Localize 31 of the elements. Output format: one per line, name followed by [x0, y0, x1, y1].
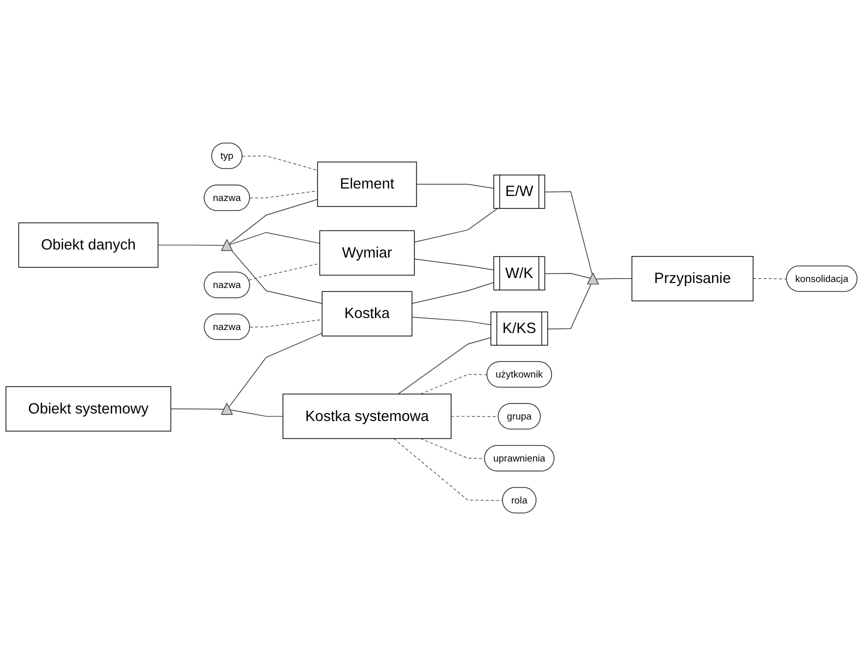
connector	[544, 191, 593, 276]
connector	[412, 282, 494, 304]
connector	[398, 337, 492, 394]
connector	[158, 244, 225, 246]
connector	[752, 278, 788, 280]
connector	[232, 250, 322, 304]
node-box: Wymiar	[319, 230, 415, 276]
node-box: Kostka	[322, 291, 412, 336]
connector	[248, 263, 320, 280]
connector	[548, 284, 592, 330]
connector	[393, 438, 504, 501]
connector	[596, 278, 632, 280]
connector	[228, 332, 322, 408]
connector	[412, 316, 492, 326]
connector	[416, 184, 494, 189]
connector	[250, 190, 318, 199]
node-box: Przypisanie	[632, 256, 754, 302]
connector	[229, 232, 320, 246]
connector	[414, 208, 498, 243]
connector	[242, 156, 318, 171]
node-box: Element	[317, 162, 417, 207]
connector	[170, 408, 225, 410]
connector	[250, 319, 322, 328]
node-box: Kostka systemowa	[282, 394, 452, 439]
connector	[230, 409, 284, 417]
node-box: Obiekt systemowy	[6, 386, 172, 432]
node-box: Obiekt danych	[18, 222, 158, 268]
connector	[414, 258, 494, 270]
connector	[228, 199, 318, 244]
connector	[420, 374, 488, 394]
connector	[544, 272, 592, 279]
